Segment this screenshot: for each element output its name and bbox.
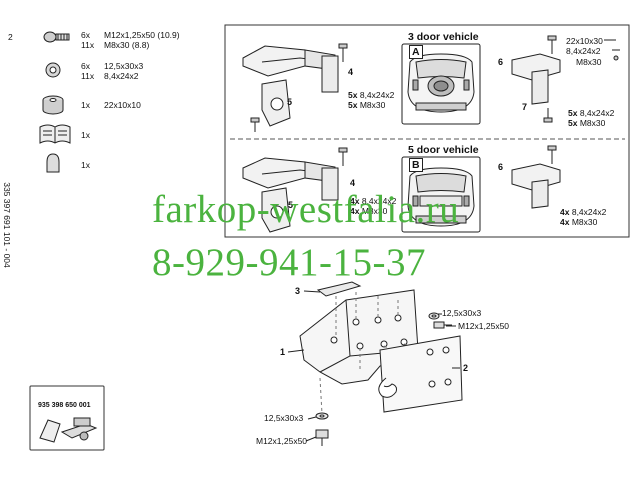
spec-callout: 22x10x30 [566, 36, 603, 46]
vehicle-rear-b [401, 156, 481, 233]
qty-callout: 4x M8x30 [350, 206, 388, 216]
qty-callout: 4x 8,4x24x2 [560, 207, 607, 217]
page-marker: 2 [8, 32, 13, 42]
callout-1: 1 [280, 347, 286, 357]
tow-bracket-assembly [287, 281, 463, 446]
callout-7: 7 [522, 102, 528, 112]
left-bracket-5door [242, 147, 348, 233]
callout-5: 5 [287, 97, 293, 107]
spec-callout: 8,4x24x2 [566, 46, 601, 56]
washer-icon [45, 62, 61, 78]
vehicle-rear-a [401, 43, 481, 125]
vehicle-variants-frame [224, 24, 630, 238]
qty-callout: 5x 8,4x24x2 [568, 108, 615, 118]
qty-callout: 5x M8x30 [568, 118, 606, 128]
qty-callout: 4x 8,4x24x2 [350, 196, 397, 206]
left-bracket-3door [242, 43, 348, 132]
watermark-website: farkop-westfalia.ru [152, 188, 460, 231]
variant-letter-b: B [409, 158, 423, 172]
bolt-callout-lower: M12x1,25x50 [256, 436, 308, 446]
callout-4: 4 [350, 178, 356, 188]
spec-callout: M8x30 [576, 57, 602, 67]
document-number: 335 397 691 101 - 004 [1, 182, 12, 268]
kit-contents-icon [39, 417, 98, 443]
washer-callout-lower: 12,5x30x3 [264, 413, 304, 423]
parts-row: 1x [81, 130, 90, 140]
callout-4: 4 [348, 67, 354, 77]
variant-title-3door: 3 door vehicle [408, 31, 479, 43]
bolt-callout-upper: M12x1,25x50 [458, 321, 510, 331]
kit-number: 935 398 650 001 [38, 402, 91, 409]
spacer-icon [42, 95, 64, 115]
watermark-phone: 8-929-941-15-37 [152, 241, 426, 284]
qty-callout: 4x M8x30 [560, 217, 598, 227]
kit-box [29, 385, 105, 451]
parts-row: 1x [81, 160, 90, 170]
bolt-icon [43, 31, 70, 43]
cap-icon [46, 153, 60, 173]
callout-3: 3 [295, 286, 301, 296]
washer-callout-upper: 12,5x30x3 [442, 308, 482, 318]
qty-callout: 5x 8,4x24x2 [348, 90, 395, 100]
callout-6: 6 [498, 162, 504, 172]
callout-5: 5 [288, 200, 294, 210]
variant-title-5door: 5 door vehicle [408, 144, 479, 156]
qty-callout: 5x M8x30 [348, 100, 386, 110]
manual-icon [39, 124, 71, 144]
callout-6: 6 [498, 57, 504, 67]
right-bracket-5door [511, 145, 561, 209]
right-bracket-3door [511, 35, 620, 123]
variant-letter-a: A [409, 45, 423, 59]
callout-2: 2 [463, 363, 469, 373]
